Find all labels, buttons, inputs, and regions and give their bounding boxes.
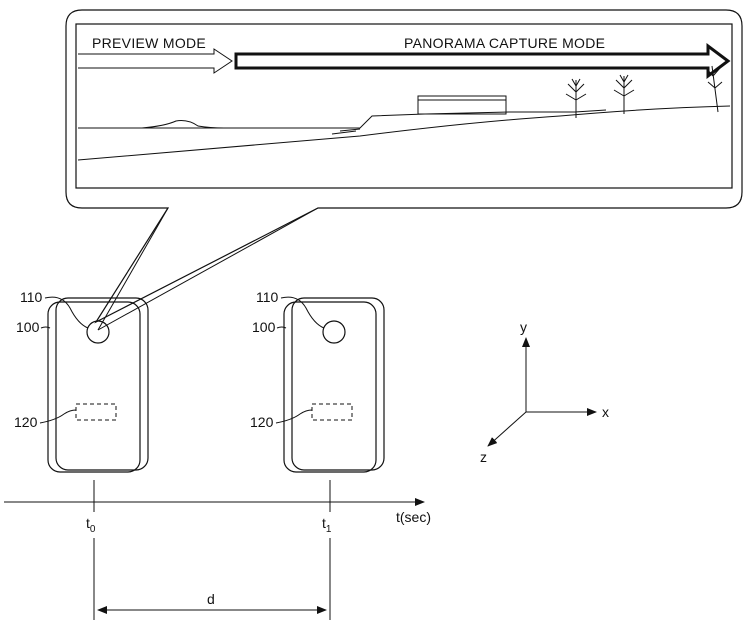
- sensor-leader-line: [39, 409, 77, 424]
- coordinate-axes: y x z: [480, 319, 609, 465]
- device-body-back: [291, 297, 385, 471]
- preview-mode-label: PREVIEW MODE: [92, 35, 206, 51]
- zoom-line: [97, 207, 169, 331]
- tree-icon: [705, 65, 723, 113]
- device-t0: 110 100 120: [14, 289, 149, 473]
- tree-icon: [565, 78, 587, 118]
- panorama-callout: PREVIEW MODE PANORAMA CAPTURE MODE: [65, 9, 743, 324]
- y-axis-label: y: [520, 319, 527, 335]
- device-body-back: [55, 297, 149, 471]
- preview-screen: [75, 23, 733, 189]
- x-axis-label: x: [602, 404, 609, 420]
- landscape-scene: [77, 65, 731, 161]
- device-leader-line: [40, 326, 51, 329]
- device-body: [283, 301, 377, 473]
- distance-label: d: [207, 591, 215, 607]
- camera-lens: [322, 320, 346, 344]
- sensor-leader-line: [275, 409, 313, 424]
- preview-mode-arrow: [78, 48, 233, 74]
- panorama-capture-label: PANORAMA CAPTURE MODE: [404, 35, 605, 51]
- shore-rocks: [331, 128, 361, 135]
- sensor-module: [311, 403, 353, 421]
- device-t1: 110 100 120: [250, 289, 385, 473]
- camera-ref-label: 110: [20, 289, 43, 305]
- camera-leader-line: [44, 296, 89, 329]
- timeline: t(sec) t0 t1 d: [4, 480, 431, 620]
- device-ref-label: 100: [16, 319, 40, 335]
- ground-line: [77, 105, 731, 161]
- building-shape: [417, 95, 507, 115]
- camera-lens: [86, 320, 110, 344]
- callout-bubble-outline: [65, 9, 743, 324]
- sensor-ref-label: 120: [14, 414, 38, 430]
- camera-leader-line: [280, 296, 325, 329]
- time-axis-label: t(sec): [396, 509, 431, 525]
- horizon-line: [78, 109, 607, 129]
- device-body: [47, 301, 141, 473]
- device-leader-line: [276, 326, 287, 329]
- t1-label: t1: [322, 515, 332, 535]
- sensor-module: [75, 403, 117, 421]
- device-ref-label: 100: [252, 319, 276, 335]
- camera-ref-label: 110: [256, 289, 279, 305]
- t0-label: t0: [86, 515, 96, 535]
- tree-icon: [613, 74, 635, 114]
- z-axis-arrow: [487, 411, 527, 447]
- panorama-capture-arrow: [234, 43, 731, 79]
- zoom-line: [97, 207, 319, 331]
- island-shape: [141, 120, 225, 129]
- sensor-ref-label: 120: [250, 414, 274, 430]
- z-axis-label: z: [480, 449, 487, 465]
